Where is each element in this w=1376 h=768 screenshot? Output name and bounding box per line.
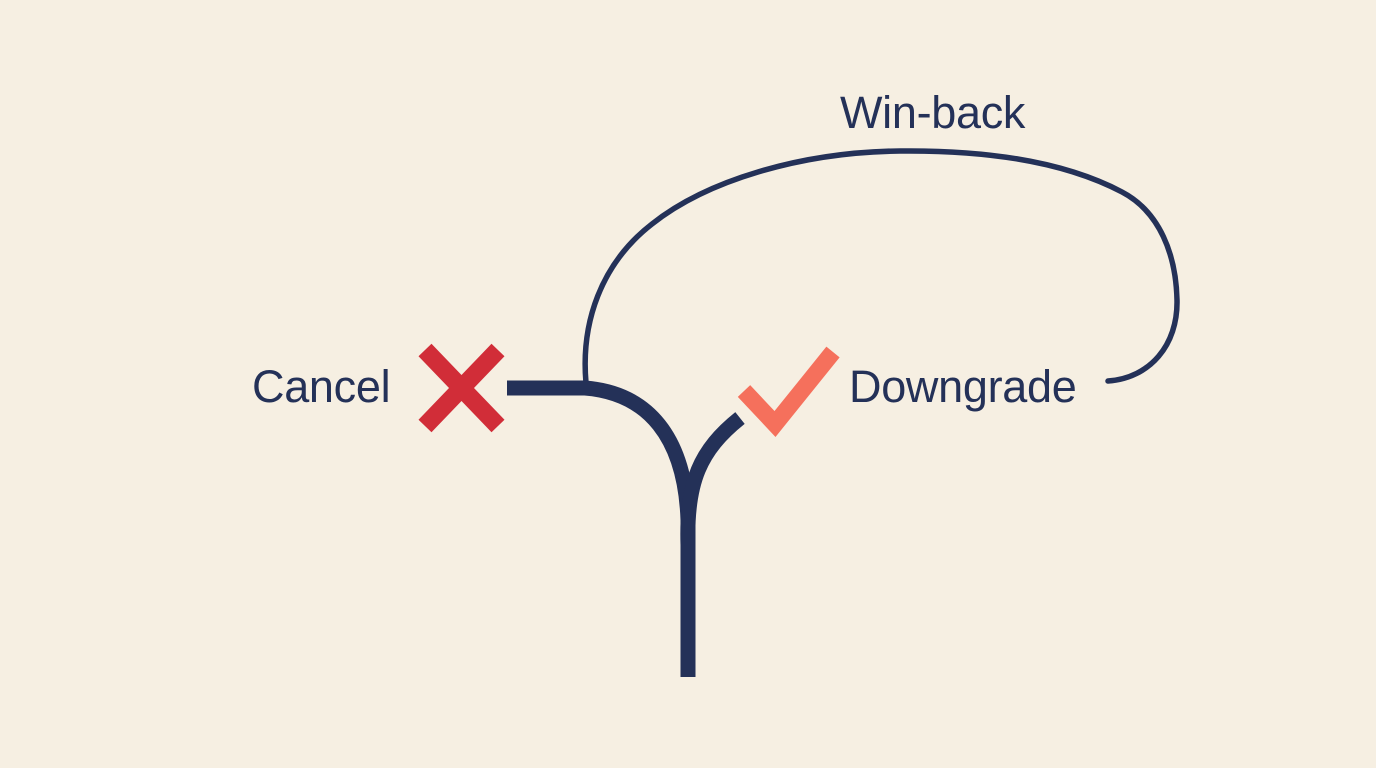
trunk-and-cancel-branch-path <box>507 380 696 677</box>
winback-loop-path <box>582 148 1180 395</box>
downgrade-branch-path <box>680 412 745 546</box>
cancel-x-icon <box>418 343 505 433</box>
winback-label: Win-back <box>840 87 1026 138</box>
downgrade-label: Downgrade <box>849 361 1077 412</box>
cancel-label: Cancel <box>252 361 391 412</box>
downgrade-check-icon <box>737 346 840 437</box>
